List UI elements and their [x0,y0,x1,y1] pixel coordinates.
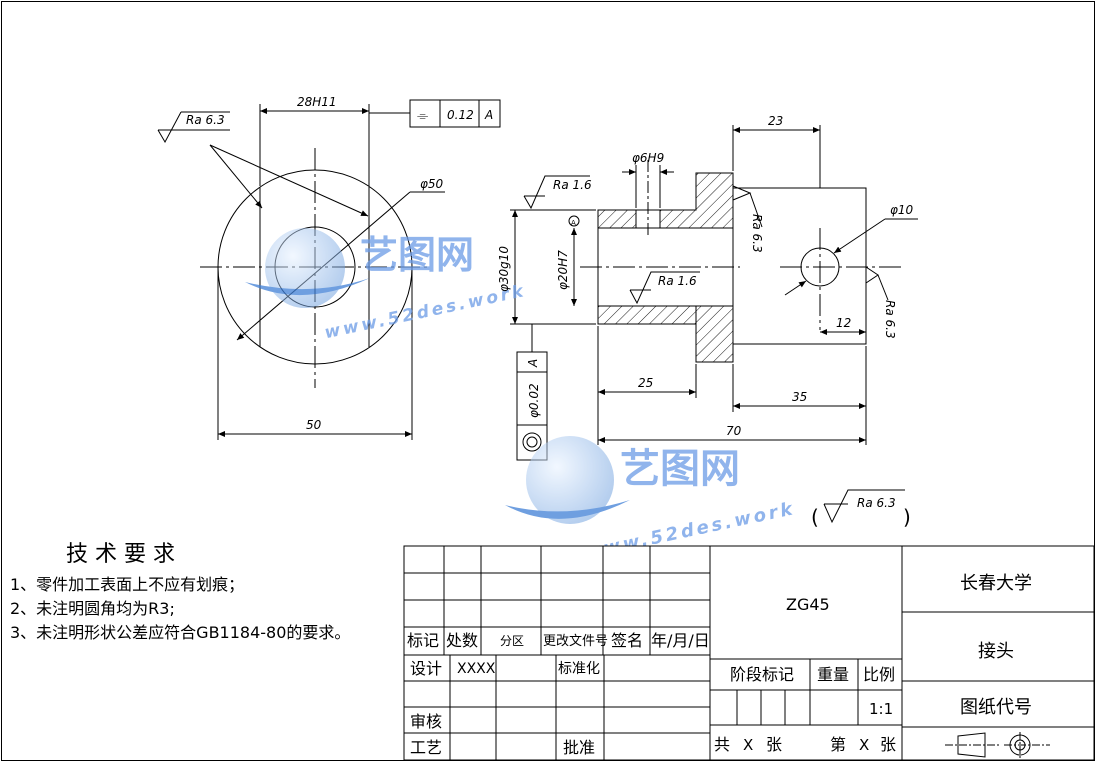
tolerance-datum: A [484,108,493,122]
tb-sheet-total-suffix: 张 [766,735,782,754]
watermark-url: www.52des.work [323,281,528,343]
dim-phi20h7: φ20H7 [556,250,570,290]
dim-phi50: φ50 [420,177,444,191]
tb-weight-label: 重量 [817,665,849,684]
tb-scale-value: 1:1 [869,700,893,718]
dim-28h11: 28H11 [297,95,337,109]
tolerance-symbol: ⌯ [417,108,428,124]
tb-date-label: 年/月/日 [651,631,710,650]
tb-sheet-no-value: X [859,736,869,754]
dim-12: 12 [836,316,851,330]
tb-sheet-no-prefix: 第 [830,735,846,754]
tech-requirement-item: 3、未注明形状公差应符合GB1184-80的要求。 [10,623,350,642]
watermark-2: 艺图网 www.52des.work [505,436,797,563]
side-view [732,187,918,445]
watermark-1: 艺图网 www.52des.work [245,228,528,343]
tech-requirement-item: 2、未注明圆角均为R3; [10,599,175,618]
tb-design-label: 设计 [410,659,442,678]
tol-frame-value: φ0.02 [527,383,541,418]
title-block [403,545,1095,761]
tb-designer: XXXX [457,661,496,677]
general-roughness-close-paren: ) [903,505,911,529]
tb-organization: 长春大学 [960,573,1032,594]
dim-23: 23 [768,114,783,128]
tb-count-label: 处数 [446,631,478,650]
tb-review-label: 审核 [410,712,442,731]
tech-requirement-item: 1、零件加工表面上不应有划痕； [10,575,244,594]
tb-part-name: 接头 [978,641,1014,662]
dim-25: 25 [638,376,653,390]
general-roughness [823,489,905,524]
roughness-left-label: Ra 1.6 [553,178,592,192]
watermark-logo: 艺图网 [620,446,740,492]
datum-marker-a: A [571,219,576,227]
tb-mark-label: 标记 [407,631,439,650]
tb-change-doc-label: 更改文件号 [543,634,608,649]
general-roughness-label: Ra 6.3 [857,496,896,510]
roughness-right-label: Ra 6.3 [883,300,897,339]
dim-phi6h9: φ6H9 [632,151,664,165]
tb-drawing-code-label: 图纸代号 [960,697,1032,718]
tech-requirements-title: 技 术 要 求 [66,542,175,567]
tb-scale-label: 比例 [863,665,895,684]
dim-phi30g10: φ30g10 [497,246,511,292]
tb-stage-mark-label: 阶段标记 [730,665,794,684]
tb-process-label: 工艺 [410,738,442,757]
tb-material: ZG45 [786,595,830,614]
tol-frame-datum: A [526,359,540,368]
roughness-face-label: Ra 6.3 [750,214,764,253]
watermark-logo: 艺图网 [360,233,474,277]
section-view [510,125,866,461]
tolerance-value: 0.12 [447,108,474,122]
tb-signature-label: 签名 [611,631,643,650]
dim-35: 35 [792,390,807,404]
roughness-bore-label: Ra 1.6 [658,274,697,288]
tb-approve-label: 批准 [563,738,595,757]
roughness-top-label: Ra 6.3 [186,113,225,127]
dim-70: 70 [726,424,742,438]
tb-standardize-label: 标准化 [558,661,600,677]
tb-sheet-total-prefix: 共 [714,735,730,754]
tb-sheet-no-suffix: 张 [880,735,896,754]
dim-50: 50 [306,418,322,432]
tb-sheet-total-value: X [743,736,753,754]
general-roughness-open-paren: ( [811,505,819,529]
tb-zone-label: 分区 [500,634,524,648]
hatch-upper [597,172,734,229]
dim-phi10: φ10 [890,203,914,217]
